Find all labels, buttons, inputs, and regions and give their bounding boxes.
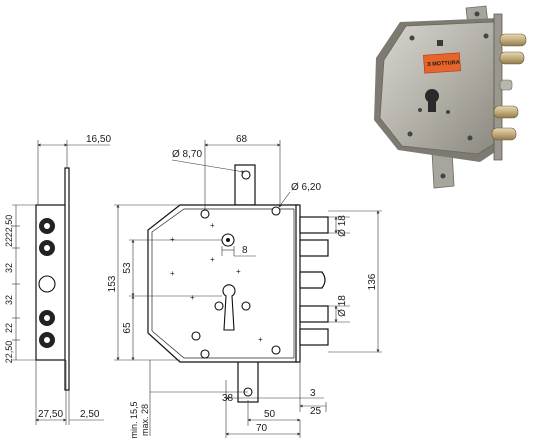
top-tab-hole [241, 170, 251, 180]
dim-side-bottom-2: 2,50 [80, 409, 100, 420]
dim-bolt-span: 136 [367, 273, 378, 290]
side-latch [38, 275, 56, 293]
front-bolt-4 [299, 328, 329, 346]
front-bolt-2 [299, 239, 329, 257]
side-view: 16,50 27,50 2,50 22,50 22 32 32 22 22,50 [4, 134, 111, 425]
lock-body-inner [151, 208, 295, 359]
side-faceplate [64, 167, 70, 391]
photo-bolts [491, 33, 527, 141]
dim-front-lower: 65 [122, 322, 133, 334]
front-bolt-1 [299, 216, 329, 234]
svg-text:+: + [210, 221, 215, 230]
dim-hole-right: Ø 6,20 [291, 182, 321, 193]
front-bolts [299, 216, 329, 346]
front-bolt-3 [299, 305, 329, 323]
dim-bottom-3: 3 [310, 388, 316, 399]
front-view: + + + + + + + 68 Ø 8,70 Ø 6,20 153 53 6 [107, 134, 382, 439]
photo-label [423, 52, 461, 74]
svg-text:+: + [170, 235, 175, 244]
lock-body [147, 204, 299, 363]
dim-bottom-38: 38 [222, 393, 234, 404]
keyhole [222, 284, 236, 331]
dim-bolt-lower: Ø 18 [337, 295, 348, 317]
dim-side-left-6: 22,50 [4, 341, 14, 364]
side-bolts [38, 218, 56, 348]
dim-bottom-25: 25 [310, 406, 322, 417]
dim-side-left-4: 32 [4, 295, 14, 305]
cross-marks: + + + + + + + [170, 221, 263, 344]
dim-front-top-width: 68 [236, 134, 248, 145]
dim-side-left-5: 22 [4, 323, 14, 333]
photo-lock-body [379, 21, 495, 155]
dim-side-left-3: 32 [4, 263, 14, 273]
side-left-dims: 22,50 22 32 32 22 22,50 [4, 215, 20, 364]
dim-side-top: 16,50 [86, 134, 111, 145]
svg-text:+: + [190, 293, 195, 302]
dim-cyl-offset: 8 [242, 245, 248, 256]
dim-front-height: 153 [107, 275, 118, 292]
dim-front-upper: 53 [122, 262, 133, 274]
dim-side-left-1: 22,50 [4, 215, 14, 238]
svg-text:+: + [258, 335, 263, 344]
dim-max: max. 28 [140, 404, 150, 436]
product-photo: Ǝ MOTTURA [374, 5, 527, 189]
dim-bolt-upper: Ø 18 [337, 215, 348, 237]
front-holes [191, 206, 281, 359]
dim-min: min. 15,5 [129, 401, 139, 438]
dim-side-left-2: 22 [4, 237, 14, 247]
svg-text:+: + [170, 269, 175, 278]
front-latch [299, 271, 326, 289]
dim-hole-small: Ø 8,70 [172, 149, 202, 160]
svg-text:+: + [236, 267, 241, 276]
dim-side-bottom-1: 27,50 [38, 409, 63, 420]
svg-text:+: + [210, 255, 215, 264]
dim-bottom-50: 50 [264, 409, 276, 420]
dim-bottom-70: 70 [256, 423, 268, 434]
photo-label-text: Ǝ MOTTURA [427, 60, 460, 68]
